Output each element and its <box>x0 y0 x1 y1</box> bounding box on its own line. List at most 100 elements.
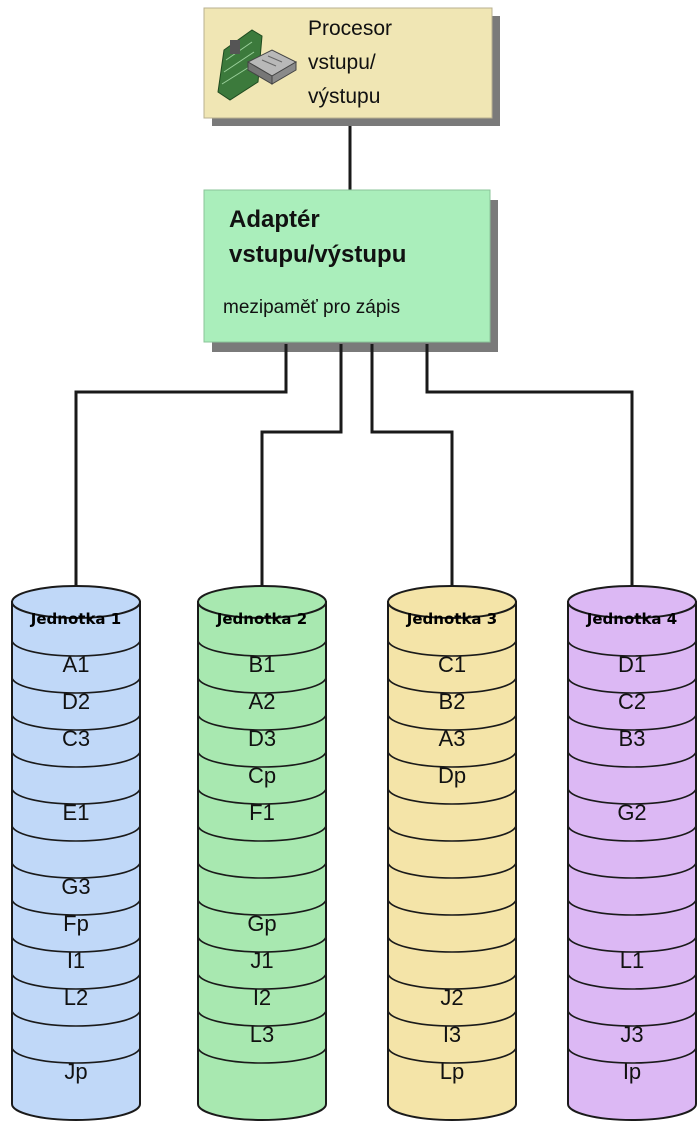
processor-label-line-1: Procesor <box>308 17 392 40</box>
disk-slot-divider <box>387 861 517 879</box>
adapter-subtitle: mezipaměť pro zápis <box>223 297 400 318</box>
disk-slot-label: L3 <box>250 1022 274 1047</box>
disk-slot-label: I3 <box>443 1022 461 1047</box>
disk-slot-divider <box>567 861 697 879</box>
disk-unit-top <box>387 585 517 619</box>
disk-slot-divider <box>11 750 141 768</box>
disk-slot-divider <box>11 713 141 731</box>
disk-unit-body <box>567 601 697 1121</box>
disk-slot-divider <box>387 787 517 805</box>
disk-slot-label: A3 <box>439 726 466 751</box>
disk-slot-divider <box>197 935 327 953</box>
disk-slot-divider <box>11 824 141 842</box>
disk-slot-divider <box>567 639 697 657</box>
disk-slot-divider <box>387 713 517 731</box>
disk-slot-divider <box>197 972 327 990</box>
disk-slot-label: Fp <box>63 911 89 936</box>
disk-slot-label: I2 <box>253 985 271 1010</box>
disk-slot-divider <box>197 898 327 916</box>
disk-slot-label: F1 <box>249 800 275 825</box>
disk-slot-label: L2 <box>64 985 88 1010</box>
disk-slot-divider <box>11 898 141 916</box>
adapter-title-line-2: vstupu/výstupu <box>229 241 406 268</box>
disk-slot-divider <box>197 713 327 731</box>
disk-unit-label: Jednotka 3 <box>406 610 497 628</box>
connector-unit-1 <box>74 344 288 588</box>
disk-slot-divider <box>567 824 697 842</box>
processor-label-line-2: vstupu/ <box>308 51 376 74</box>
disk-slot-label: I1 <box>67 948 85 973</box>
disk-slot-divider <box>387 824 517 842</box>
disk-slot-divider <box>387 750 517 768</box>
disk-unit-top <box>197 585 327 619</box>
disk-slot-label: L1 <box>620 948 644 973</box>
processor-label-line-3: výstupu <box>308 85 380 108</box>
disk-slot-divider <box>11 639 141 657</box>
disk-slot-divider <box>197 639 327 657</box>
disk-slot-label: Dp <box>438 763 466 788</box>
disk-slot-divider <box>567 787 697 805</box>
disk-slot-divider <box>387 639 517 657</box>
disk-slot-divider <box>567 898 697 916</box>
disk-slot-label: J2 <box>440 985 463 1010</box>
disk-slot-divider <box>11 787 141 805</box>
disk-slot-divider <box>11 676 141 694</box>
unit-connectors <box>74 344 634 588</box>
disk-slot-label: Gp <box>247 911 276 936</box>
disk-unit-label: Jednotka 4 <box>586 610 677 628</box>
disk-slot-label: D2 <box>62 689 90 714</box>
disk-slot-divider <box>11 972 141 990</box>
disk-slot-divider <box>197 861 327 879</box>
disk-slot-label: C2 <box>618 689 646 714</box>
disk-slot-divider <box>387 676 517 694</box>
disk-unit-body <box>387 601 517 1121</box>
disk-slot-divider <box>387 972 517 990</box>
disk-slot-label: Ip <box>623 1059 641 1084</box>
disk-slot-label: G3 <box>61 874 90 899</box>
disk-slot-divider <box>567 1046 697 1064</box>
connector-unit-4 <box>425 344 634 588</box>
disk-slot-label: J1 <box>250 948 273 973</box>
disk-slot-divider <box>197 824 327 842</box>
disk-slot-divider <box>11 861 141 879</box>
disk-slot-divider <box>197 676 327 694</box>
disk-slot-divider <box>567 676 697 694</box>
disk-slot-divider <box>197 1046 327 1064</box>
disk-slot-label: C3 <box>62 726 90 751</box>
disk-slot-label: Cp <box>248 763 276 788</box>
disk-slot-label: D3 <box>248 726 276 751</box>
disk-slot-divider <box>387 1009 517 1027</box>
circuit-board-chip-icon <box>217 29 298 101</box>
disk-slot-label: Jp <box>64 1059 87 1084</box>
disk-slot-divider <box>197 1009 327 1027</box>
disk-slot-label: C1 <box>438 652 466 677</box>
disk-slot-label: Lp <box>440 1059 464 1084</box>
disk-slot-divider <box>11 1009 141 1027</box>
disk-slot-divider <box>11 935 141 953</box>
disk-unit-label: Jednotka 2 <box>216 610 307 628</box>
disk-slot-label: A2 <box>249 689 276 714</box>
disk-slot-label: J3 <box>620 1022 643 1047</box>
disk-slot-label: B3 <box>619 726 646 751</box>
disk-slot-label: E1 <box>63 800 90 825</box>
io-adapter-box: Adaptér vstupu/výstupu mezipaměť pro záp… <box>203 189 498 352</box>
disk-slot-label: G2 <box>617 800 646 825</box>
disk-slot-divider <box>387 898 517 916</box>
disk-unit-label: Jednotka 1 <box>30 610 121 628</box>
disk-unit-top <box>567 585 697 619</box>
io-processor-box: Procesor vstupu/ výstupu <box>203 7 500 126</box>
disk-slot-divider <box>567 935 697 953</box>
adapter-title-line-1: Adaptér <box>229 206 320 233</box>
disk-slot-label: B2 <box>439 689 466 714</box>
disk-unit-body <box>11 601 141 1121</box>
connector-unit-3 <box>370 344 454 588</box>
disk-slot-divider <box>197 750 327 768</box>
disk-slot-divider <box>567 1009 697 1027</box>
disk-slot-label: D1 <box>618 652 646 677</box>
